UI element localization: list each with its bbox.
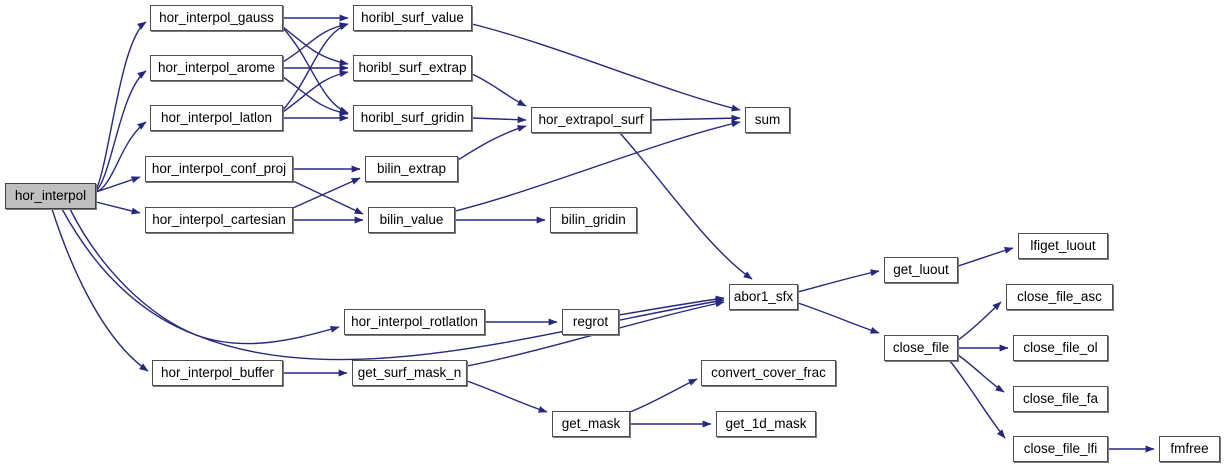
node-close_file_lfi[interactable]: close_file_lfi: [1013, 436, 1108, 462]
node-hor_extrapol_surf[interactable]: hor_extrapol_surf: [531, 107, 651, 133]
call-edge-hor_interpol_conf_proj-to-bilin_value: [292, 180, 364, 215]
call-edge-horibl_surf_value-to-sum: [471, 23, 741, 112]
node-label: hor_interpol_buffer: [160, 365, 275, 381]
call-edge-hor_extrapol_surf-to-sum: [650, 114, 741, 122]
node-get_surf_mask_n[interactable]: get_surf_mask_n: [352, 360, 467, 386]
node-label: close_file_lfi: [1023, 441, 1098, 457]
node-label: fmfree: [1170, 441, 1209, 457]
call-edge-hor_interpol-to-hor_interpol_conf_proj: [95, 176, 141, 193]
call-edge-horibl_surf_gridin-to-hor_extrapol_surf: [471, 116, 527, 124]
call-edge-close_file-to-close_file_lfi: [949, 360, 1006, 439]
node-label: sum: [754, 112, 781, 128]
call-edge-hor_interpol_arome-to-horibl_surf_gridin: [282, 76, 349, 116]
node-label: hor_interpol_conf_proj: [151, 161, 287, 177]
call-edge-close_file-to-close_file_fa: [957, 354, 1005, 393]
node-label: get_mask: [561, 416, 621, 432]
node-hor_interpol[interactable]: hor_interpol: [5, 183, 96, 209]
call-edge-hor_interpol-to-hor_interpol_rotlatlon: [61, 208, 340, 345]
node-label: hor_interpol_cartesian: [152, 212, 286, 228]
node-label: hor_interpol_gauss: [159, 10, 274, 26]
node-label: get_luout: [893, 262, 949, 278]
node-horibl_surf_gridin[interactable]: horibl_surf_gridin: [353, 105, 472, 131]
call-edge-regrot-to-abor1_sfx: [618, 295, 725, 316]
node-label: bilin_extrap: [376, 161, 447, 177]
node-label: hor_interpol: [14, 188, 87, 204]
node-label: close_file_fa: [1022, 391, 1099, 407]
node-lfiget_luout[interactable]: lfiget_luout: [1018, 233, 1108, 259]
call-edge-hor_interpol_latlon-to-horibl_surf_value: [282, 23, 349, 111]
node-horibl_surf_value[interactable]: horibl_surf_value: [353, 5, 472, 31]
call-edge-horibl_surf_extrap-to-hor_extrapol_surf: [471, 73, 527, 107]
node-convert_cover_frac[interactable]: convert_cover_frac: [701, 360, 836, 386]
node-label: convert_cover_frac: [711, 365, 826, 381]
node-horibl_surf_extrap[interactable]: horibl_surf_extrap: [353, 55, 472, 81]
node-close_file[interactable]: close_file: [884, 335, 958, 361]
node-close_file_ol[interactable]: close_file_ol: [1013, 335, 1108, 361]
node-label: hor_interpol_latlon: [160, 110, 273, 126]
node-hor_interpol_cartesian[interactable]: hor_interpol_cartesian: [145, 207, 293, 233]
node-close_file_fa[interactable]: close_file_fa: [1013, 386, 1108, 412]
call-edge-abor1_sfx-to-close_file: [797, 302, 880, 334]
node-abor1_sfx[interactable]: abor1_sfx: [729, 284, 798, 310]
node-hor_interpol_rotlatlon[interactable]: hor_interpol_rotlatlon: [344, 309, 485, 335]
call-edge-hor_interpol-to-hor_interpol_gauss: [95, 21, 147, 191]
node-hor_interpol_gauss[interactable]: hor_interpol_gauss: [150, 5, 283, 31]
node-bilin_extrap[interactable]: bilin_extrap: [365, 156, 458, 182]
call-edge-hor_interpol-to-hor_interpol_cartesian: [95, 201, 141, 215]
node-fmfree[interactable]: fmfree: [1159, 436, 1220, 462]
call-edge-bilin_extrap-to-hor_extrapol_surf: [457, 125, 527, 161]
call-edge-get_mask-to-convert_cover_frac: [629, 378, 698, 413]
call-edge-hor_interpol_gauss-to-horibl_surf_extrap: [282, 26, 349, 66]
node-label: bilin_value: [379, 212, 444, 228]
call-edge-hor_interpol_gauss-to-horibl_surf_gridin: [282, 27, 349, 114]
node-label: lfiget_luout: [1030, 238, 1096, 254]
node-label: hor_extrapol_surf: [538, 112, 644, 128]
node-bilin_value[interactable]: bilin_value: [368, 207, 455, 233]
node-hor_interpol_arome[interactable]: hor_interpol_arome: [150, 55, 283, 81]
node-label: bilin_gridin: [561, 212, 626, 228]
call-edge-get_surf_mask_n-to-abor1_sfx: [466, 300, 725, 367]
edge-layer: [51, 14, 1155, 453]
call-edge-get_surf_mask_n-to-get_mask: [466, 380, 548, 413]
node-label: hor_interpol_arome: [157, 60, 276, 76]
node-hor_interpol_buffer[interactable]: hor_interpol_buffer: [152, 360, 283, 386]
call-edge-abor1_sfx-to-get_luout: [797, 269, 880, 293]
node-label: get_1d_mask: [725, 416, 807, 432]
node-sum[interactable]: sum: [745, 107, 790, 133]
node-close_file_asc[interactable]: close_file_asc: [1006, 284, 1113, 310]
node-label: close_file_ol: [1023, 340, 1098, 356]
node-label: close_file: [892, 340, 950, 356]
node-get_mask[interactable]: get_mask: [552, 411, 630, 437]
node-label: close_file_asc: [1017, 289, 1102, 305]
node-get_luout[interactable]: get_luout: [884, 257, 958, 283]
call-edge-hor_interpol_latlon-to-horibl_surf_extrap: [282, 70, 349, 113]
node-label: horibl_surf_extrap: [358, 60, 467, 76]
call-edge-close_file-to-close_file_asc: [957, 301, 1002, 341]
call-edge-hor_interpol-to-hor_interpol_arome: [95, 70, 147, 192]
node-label: horibl_surf_gridin: [360, 110, 465, 126]
node-label: horibl_surf_value: [361, 10, 464, 26]
call-edge-hor_interpol_cartesian-to-bilin_extrap: [292, 177, 361, 209]
node-hor_interpol_latlon[interactable]: hor_interpol_latlon: [150, 105, 283, 131]
call-edge-hor_extrapol_surf-to-abor1_sfx: [619, 132, 753, 280]
node-label: get_surf_mask_n: [357, 365, 462, 381]
node-regrot[interactable]: regrot: [562, 309, 619, 335]
call-edge-bilin_value-to-sum: [454, 120, 741, 212]
node-get_1d_mask[interactable]: get_1d_mask: [716, 411, 816, 437]
call-edge-hor_interpol-to-hor_interpol_buffer: [51, 208, 149, 372]
node-hor_interpol_conf_proj[interactable]: hor_interpol_conf_proj: [145, 156, 293, 182]
node-label: abor1_sfx: [733, 289, 794, 305]
call-edge-hor_interpol-to-hor_interpol_latlon: [95, 121, 147, 193]
node-label: hor_interpol_rotlatlon: [351, 314, 478, 330]
call-edge-get_luout-to-lfiget_luout: [957, 247, 1014, 267]
node-label: regrot: [572, 314, 609, 330]
node-bilin_gridin[interactable]: bilin_gridin: [550, 207, 637, 233]
